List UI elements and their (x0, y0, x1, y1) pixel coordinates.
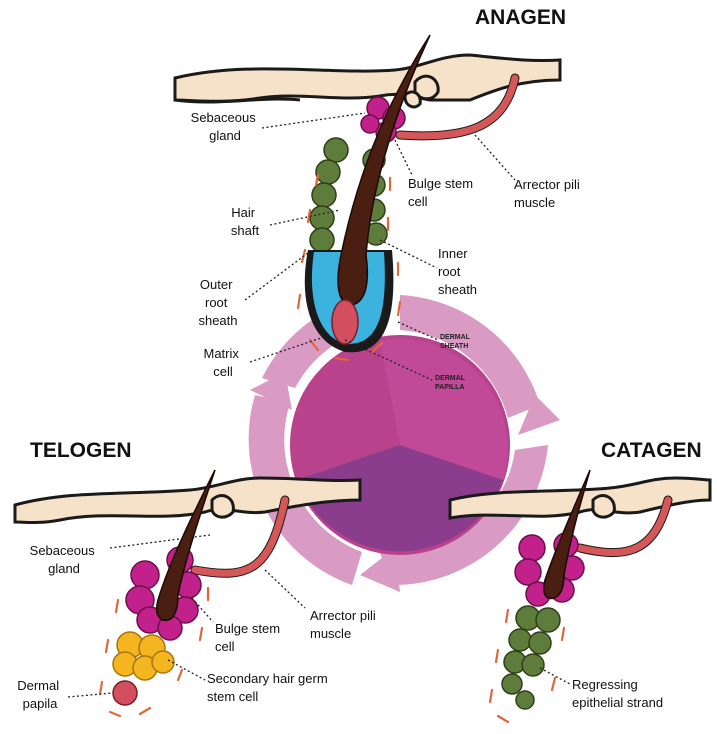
telogen-dermal-papila (112, 680, 138, 706)
label-anagen-hair-shaft: Hair shaft (231, 205, 260, 238)
catagen-arrector-pili-muscle (576, 496, 672, 557)
stage-title-catagen: CATAGEN (601, 439, 702, 462)
cycle-center (290, 335, 510, 555)
cycle-arrow-left (250, 372, 292, 410)
label-catagen-regressing-strand: Regressing epithelial strand (572, 677, 663, 710)
telogen-arrector-pili-muscle (191, 496, 289, 577)
label-telogen-bulge-stem-cell: Bulge stem cell (215, 621, 284, 654)
telogen-skin (13, 476, 362, 524)
anagen-skin (173, 53, 562, 103)
label-anagen-inner-root-sheath: Inner root sheath (438, 246, 477, 297)
label-anagen-dermal-papilla: DERMAL PAPILLA (435, 375, 467, 391)
telogen-dermal-sheath (98, 586, 210, 718)
anagen-arrector-pili-muscle (396, 74, 519, 140)
label-telogen-dermal-papila: Dermal papila (17, 678, 63, 711)
label-anagen-sebaceous-gland: Sebaceous gland (191, 110, 260, 143)
anagen-follicle (173, 34, 562, 362)
label-telogen-secondary-hair-germ: Secondary hair germ stem cell (207, 671, 331, 704)
telogen-hair-shaft (156, 469, 216, 622)
cycle-arrow-bottom (360, 548, 400, 592)
cycle-ring (248, 295, 560, 592)
label-telogen-sebaceous-gland: Sebaceous gland (30, 543, 99, 576)
stage-title-telogen: TELOGEN (30, 439, 132, 462)
label-anagen-dermal-sheath: DERMAL SHEATH (440, 334, 472, 350)
label-anagen-outer-root-sheath: Outer root sheath (198, 277, 237, 328)
label-telogen-arrector-pili-muscle: Arrector pili muscle (310, 608, 379, 641)
telogen-secondary-hair-germ (112, 631, 175, 681)
label-anagen-arrector-pili-muscle: Arrector pili muscle (514, 177, 583, 210)
cycle-ring-segment-right (400, 295, 540, 418)
catagen-hair-shaft (542, 469, 591, 600)
telogen-follicle (13, 469, 362, 718)
catagen-regressing-epithelial-strand (501, 605, 561, 710)
label-anagen-bulge-stem-cell: Bulge stem cell (408, 176, 477, 209)
label-anagen-matrix-cell: Matrix cell (203, 346, 242, 379)
anagen-dermal-papilla (331, 299, 359, 345)
stage-title-anagen: ANAGEN (475, 6, 566, 29)
cycle-arrow-right (518, 395, 560, 435)
catagen-dermal-sheath (488, 608, 566, 724)
cycle-ring-segment-left (248, 395, 362, 585)
catagen-follicle (448, 469, 712, 724)
